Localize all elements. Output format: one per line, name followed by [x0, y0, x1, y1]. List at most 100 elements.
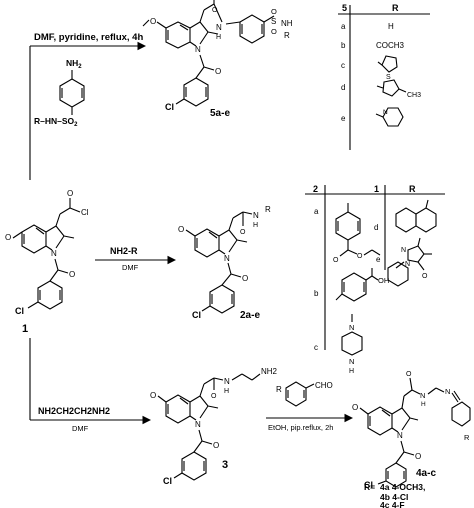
- product-2-carbonyl-o: O: [240, 229, 246, 236]
- table-5-row-d-ch3: CH3: [407, 92, 421, 99]
- compound-3-n: N: [195, 420, 201, 429]
- compound-1: O N O Cl O Cl: [5, 189, 89, 335]
- pyrazolone-ring: [407, 245, 425, 263]
- product-5-so-o1: O: [271, 7, 277, 16]
- reagent-amine: NH2: [66, 58, 82, 70]
- table-5-row-a-r: H: [388, 22, 394, 31]
- table-2-row-e-id: e: [376, 255, 381, 264]
- product-2-cl: Cl: [192, 310, 201, 320]
- table-2-row-d-id: d: [374, 223, 378, 232]
- compound-1-acyl-o: O: [67, 189, 73, 198]
- compound-3-benzoyl-o: O: [213, 441, 219, 450]
- table-5: 5 R a H b COCH3 c S d CH3 e N: [338, 3, 430, 150]
- compound-3-label: 3: [222, 459, 228, 471]
- sulfanilamide-reagent: NH2 R–HN–SO2: [34, 58, 85, 128]
- product-2-amide-h: H: [253, 222, 258, 229]
- table-2-row-b-id: b: [314, 289, 319, 298]
- reagent-sulfonyl: R–HN–SO2: [34, 116, 78, 128]
- product-4-legend: R= 4a 4-OCH3, 4b 4-Cl 4c 4-F: [364, 482, 425, 508]
- table-2-row-a-id: a: [314, 207, 319, 216]
- product-4-amide-h: H: [421, 401, 426, 408]
- table-2-row-c-n2: N: [349, 357, 354, 366]
- table-5-row-e-id: e: [341, 114, 346, 123]
- product-4-r: R: [464, 433, 470, 442]
- product-4-carbonyl-o: O: [406, 371, 412, 378]
- product-5-r: R: [284, 31, 290, 40]
- product-2-label: 2a-e: [240, 310, 260, 321]
- table-5-row-b-r: COCH3: [376, 41, 405, 50]
- table-2-row-e-n1: N: [401, 247, 406, 254]
- middle-reagent: NH2-R: [110, 246, 138, 256]
- product-5-s: S: [271, 17, 276, 26]
- table-2-row-a-o2: O: [357, 253, 363, 260]
- table-2-row-a-o1: O: [333, 257, 339, 264]
- table-2-row-e-o: O: [422, 273, 428, 280]
- compound-1-methoxy-o: O: [5, 233, 11, 242]
- middle-solvent: DMF: [122, 263, 139, 272]
- table-2-col-r: R: [409, 184, 416, 194]
- compound-3-cl: Cl: [163, 476, 172, 486]
- product-5-nh: NH: [281, 19, 293, 28]
- table-2-row-b-oh: OH: [378, 276, 389, 285]
- table-5-col-r: R: [392, 3, 399, 13]
- compound-1-benzoyl-o: O: [69, 270, 75, 279]
- bottom-conditions: EtOH, pip.reflux, 2h: [268, 423, 333, 432]
- bottom-solvent: DMF: [72, 424, 89, 433]
- product-5-label: 5a-e: [210, 108, 230, 119]
- product-2-amide-n: N: [253, 211, 259, 220]
- compound-3: O N O N H NH2 O: [150, 367, 278, 486]
- compound-1-label: 1: [22, 323, 28, 335]
- table-2-row-c-id: c: [314, 343, 318, 352]
- legend-item-4a: 4a 4-OCH3,: [380, 482, 425, 492]
- compound-3-amide-n: N: [224, 377, 230, 386]
- legend-item-4c: 4c 4-F: [380, 500, 405, 508]
- compound-1-cl: Cl: [15, 306, 24, 316]
- product-2-benzoyl-o: O: [242, 274, 248, 283]
- table-5-row-d-id: d: [341, 83, 345, 92]
- compound-3-carbonyl-o: O: [211, 393, 217, 400]
- product-5: O N O N H: [142, 0, 293, 119]
- product-5-n: N: [195, 45, 201, 54]
- product-4-cl: Cl: [364, 480, 373, 490]
- table-2: 2 1 R a O O b OH: [305, 184, 445, 375]
- product-4-imine-n: N: [445, 387, 450, 396]
- table-5-row-a-id: a: [341, 22, 346, 31]
- table-2-row-c-h: H: [349, 368, 354, 375]
- compound-3-nh2: NH2: [261, 367, 278, 376]
- top-conditions: DMF, pyridine, reflux, 4h: [34, 32, 143, 43]
- bottom-scheme: NH2CH2CH2NH2 DMF O N O N H NH2: [29, 338, 471, 508]
- product-4-methoxy-o: O: [352, 403, 358, 412]
- table-5-row-e-n: N: [383, 109, 388, 116]
- product-5-carbonyl-o: O: [212, 7, 218, 14]
- product-5-methoxy-o: O: [150, 17, 156, 26]
- product-5-so-o2: O: [271, 27, 277, 36]
- aldehyde-reagent: R CHO: [276, 381, 333, 407]
- compound-3-amide-h: H: [224, 388, 229, 395]
- compound-3-methoxy-o: O: [150, 391, 156, 400]
- aldehyde-r: R: [276, 385, 282, 394]
- product-2: O N O N H R O Cl: [178, 205, 271, 321]
- aldehyde-cho: CHO: [315, 381, 333, 390]
- product-2-r: R: [265, 205, 271, 214]
- product-4-amide-n: N: [420, 391, 425, 400]
- thiazole-ring: [381, 55, 398, 73]
- compound-1-acyl-cl: Cl: [81, 208, 89, 217]
- top-scheme: DMF, pyridine, reflux, 4h NH2 R–HN–SO2 O: [29, 0, 430, 180]
- product-4-n: N: [397, 431, 403, 440]
- legend-prefix: R=: [364, 482, 375, 492]
- table-5-row-c-id: c: [341, 61, 345, 70]
- table-2-row-c-n1: N: [349, 323, 354, 332]
- legend-item-4b: 4b 4-Cl: [380, 492, 408, 502]
- product-2-n: N: [224, 254, 230, 263]
- product-5-cl: Cl: [165, 102, 174, 112]
- table-5-col-compound: 5: [342, 3, 347, 13]
- isoxazole-ring: [382, 79, 400, 97]
- product-4: O N O N H N R O: [352, 371, 471, 490]
- table-2-col-compound: 2: [313, 184, 318, 194]
- middle-scheme: O N O Cl O Cl: [5, 184, 445, 375]
- table-5-row-c-s: S: [386, 74, 391, 81]
- table-5-row-b-id: b: [341, 41, 346, 50]
- product-4-label: 4a-c: [416, 468, 436, 479]
- product-5-benzoyl-o: O: [215, 67, 221, 76]
